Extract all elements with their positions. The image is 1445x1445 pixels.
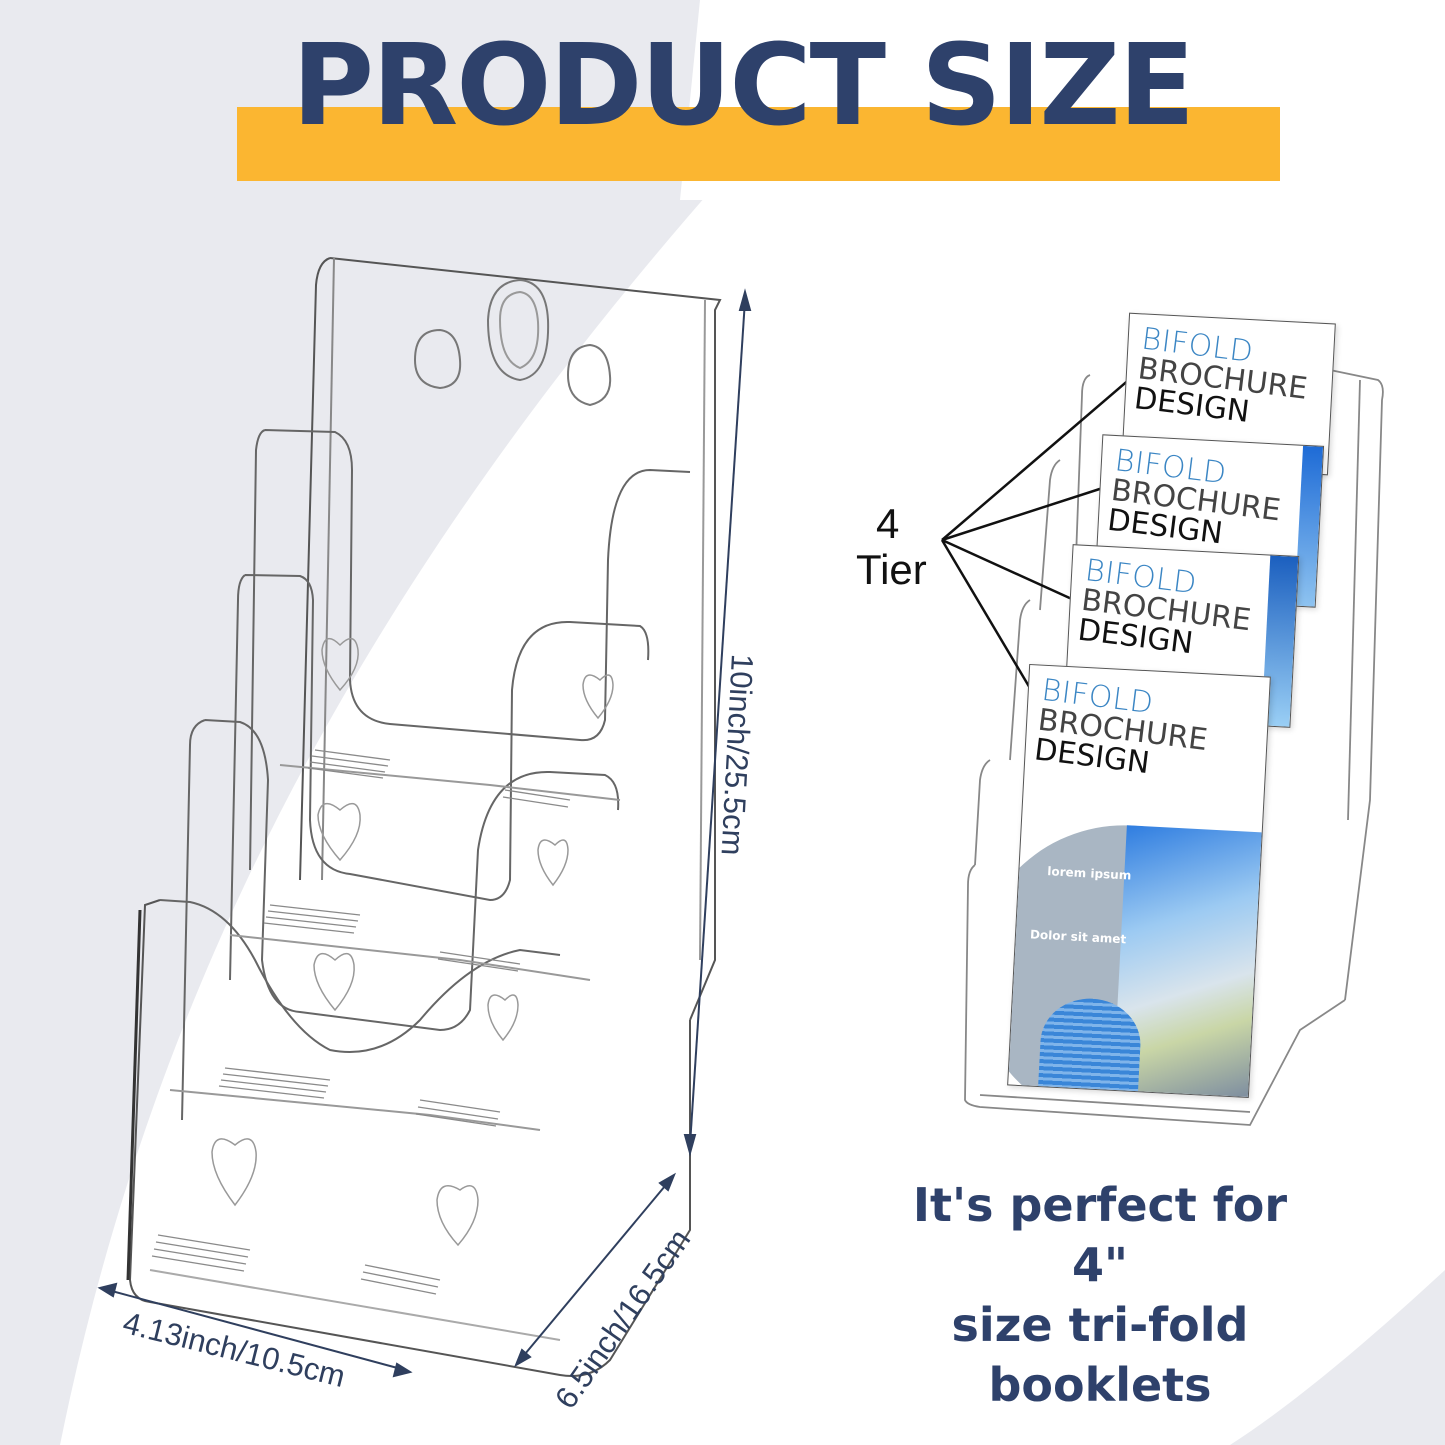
caption-line-1: It's perfect for 4"	[912, 1178, 1288, 1292]
tier-count: 4	[876, 500, 900, 547]
caption-line-2: size tri-fold	[951, 1298, 1249, 1352]
brochure-tier-4-front: BIFOLD BROCHURE DESIGN lorem ipsum Dolor…	[1007, 663, 1271, 1099]
gray-corner-shape	[1230, 1270, 1445, 1445]
title-highlight-bar	[237, 107, 1280, 181]
tier-callout-lines	[940, 371, 1139, 706]
brochure-holder-product	[126, 257, 722, 1377]
dimension-arrows	[97, 288, 752, 1378]
gray-top-left-shape	[0, 0, 330, 450]
page-title: PRODUCT SIZE	[291, 21, 1195, 151]
caption-line-3: booklets	[988, 1358, 1212, 1412]
tier-label: Tier	[856, 546, 927, 593]
product-caption: It's perfect for 4" size tri-fold bookle…	[880, 1175, 1320, 1415]
filled-holder-product	[964, 369, 1384, 1126]
